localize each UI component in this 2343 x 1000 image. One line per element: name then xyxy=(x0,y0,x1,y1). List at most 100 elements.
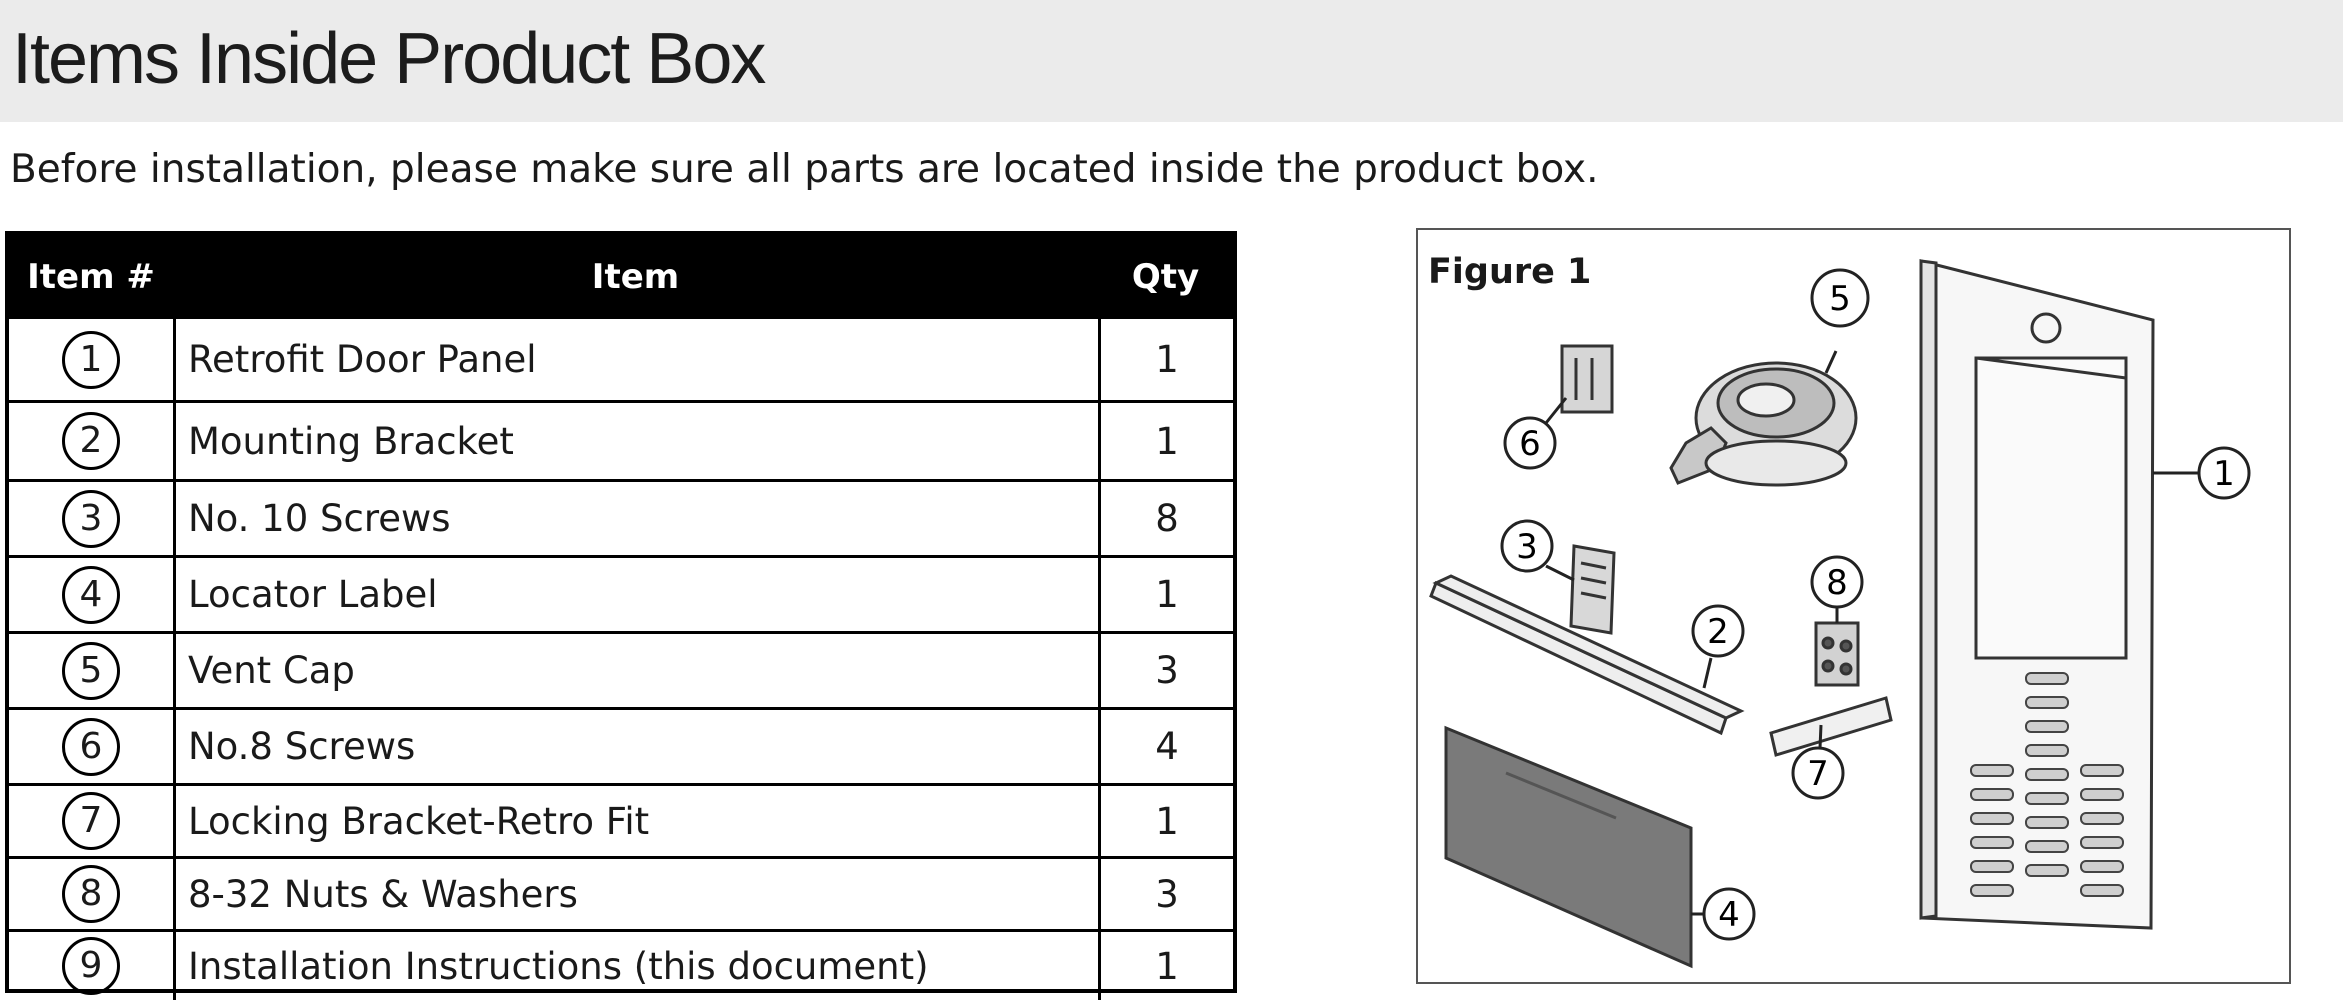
callout-label-7: 7 xyxy=(1807,754,1829,794)
vent-slot xyxy=(1970,788,2014,801)
vent-slot xyxy=(1970,764,2014,777)
callout-label-2: 2 xyxy=(1707,612,1729,652)
item-qty-cell: 1 xyxy=(1098,786,1233,856)
item-number-cell: 7 xyxy=(9,786,173,856)
vent-slot xyxy=(2080,788,2124,801)
column-header-qty: Qty xyxy=(1131,257,1200,297)
locking-bracket-drawing xyxy=(1769,696,1893,757)
callout-5: 5 xyxy=(1810,268,1870,374)
item-qty-cell: 8 xyxy=(1098,482,1233,555)
vent-slot xyxy=(2025,720,2069,733)
vent-slot xyxy=(1970,884,2014,897)
item-name-cell: Retrofit Door Panel xyxy=(173,319,1098,400)
intro-text: Before installation, please make sure al… xyxy=(10,147,1599,192)
item-name-cell: Vent Cap xyxy=(173,634,1098,707)
item-number-cell: 2 xyxy=(9,403,173,479)
vent-slot xyxy=(1970,836,2014,849)
table-header: Item # Item Qty xyxy=(9,235,1233,319)
vent-slot xyxy=(1970,860,2014,873)
item-qty-cell: 1 xyxy=(1098,319,1233,400)
callout-1: 1 xyxy=(2153,446,2251,500)
vent-slot xyxy=(2025,744,2069,757)
item-number-badge: 7 xyxy=(62,792,120,850)
title-bar xyxy=(0,0,2343,122)
vent-slot xyxy=(2025,672,2069,685)
locator-label-drawing xyxy=(1444,725,1693,969)
item-number-badge: 5 xyxy=(62,641,120,700)
vent-slot xyxy=(2080,812,2124,825)
page-title: Items Inside Product Box xyxy=(12,19,766,99)
item-number-cell: 3 xyxy=(9,482,173,555)
column-header-item-number: Item # xyxy=(27,257,155,297)
vent-slot xyxy=(1970,812,2014,825)
item-qty-cell: 4 xyxy=(1098,710,1233,783)
item-number-badge: 2 xyxy=(62,412,120,470)
vent-slot xyxy=(2080,860,2124,873)
callout-label-1: 1 xyxy=(2213,454,2235,494)
item-number-badge: 8 xyxy=(62,865,120,923)
callout-7: 7 xyxy=(1791,724,1845,800)
item-qty-cell: 1 xyxy=(1098,558,1233,631)
nuts-washers-drawing xyxy=(1814,621,1860,687)
item-name-cell: Mounting Bracket xyxy=(173,403,1098,479)
callout-2: 2 xyxy=(1691,604,1745,689)
vent-slot xyxy=(2080,764,2124,777)
mounting-bracket-drawing xyxy=(1429,574,1745,736)
callout-label-8: 8 xyxy=(1826,563,1848,603)
vent-slot xyxy=(2025,768,2069,781)
item-name-cell: No. 10 Screws xyxy=(173,482,1098,555)
callout-8: 8 xyxy=(1810,555,1864,623)
item-name-cell: No.8 Screws xyxy=(173,710,1098,783)
figure-label: Figure 1 xyxy=(1428,252,1592,292)
item-qty-cell: 3 xyxy=(1098,634,1233,707)
item-number-badge: 9 xyxy=(62,937,120,995)
vent-slot xyxy=(2025,792,2069,805)
callout-4: 4 xyxy=(1691,887,1756,941)
item-name-cell: Installation Instructions (this document… xyxy=(173,932,1098,1000)
vent-slot xyxy=(2025,840,2069,853)
item-number-cell: 1 xyxy=(9,319,173,400)
vent-slot xyxy=(2080,836,2124,849)
item-number-cell: 5 xyxy=(9,634,173,707)
item-number-badge: 4 xyxy=(62,565,120,624)
item-qty-cell: 1 xyxy=(1098,403,1233,479)
item-number-cell: 6 xyxy=(9,710,173,783)
vent-slot xyxy=(2025,864,2069,877)
item-number-badge: 6 xyxy=(62,717,120,776)
figure-frame xyxy=(1416,228,2291,984)
item-number-badge: 1 xyxy=(62,330,120,389)
callout-label-3: 3 xyxy=(1516,527,1538,567)
callout-label-4: 4 xyxy=(1718,895,1740,935)
callout-3: 3 xyxy=(1500,519,1575,582)
table-row: 9 Installation Instructions (this documen… xyxy=(9,929,1233,1000)
callout-label-5: 5 xyxy=(1829,279,1851,319)
vent-cap-drawing xyxy=(1669,361,1858,487)
item-qty-cell: 1 xyxy=(1098,932,1233,1000)
item-name-cell: Locking Bracket-Retro Fit xyxy=(173,786,1098,856)
door-panel-drawing xyxy=(1919,259,2155,930)
item-number-cell: 4 xyxy=(9,558,173,631)
item-number-badge: 3 xyxy=(62,489,120,548)
callout-6: 6 xyxy=(1503,397,1568,470)
item-number-cell: 8 xyxy=(9,859,173,929)
item-name-cell: 8-32 Nuts & Washers xyxy=(173,859,1098,929)
item-name-cell: Locator Label xyxy=(173,558,1098,631)
vent-slot xyxy=(2080,884,2124,897)
item-qty-cell: 3 xyxy=(1098,859,1233,929)
vent-slot xyxy=(2025,696,2069,709)
parts-illustration: 1 2 3 4 5 6 7 8 xyxy=(1429,259,2251,969)
door-panel-vents xyxy=(1970,672,2124,897)
item-number-cell: 9 xyxy=(9,932,173,1000)
vent-slot xyxy=(2025,816,2069,829)
column-header-item: Item xyxy=(591,257,680,297)
no10-screws-drawing xyxy=(1569,544,1616,635)
